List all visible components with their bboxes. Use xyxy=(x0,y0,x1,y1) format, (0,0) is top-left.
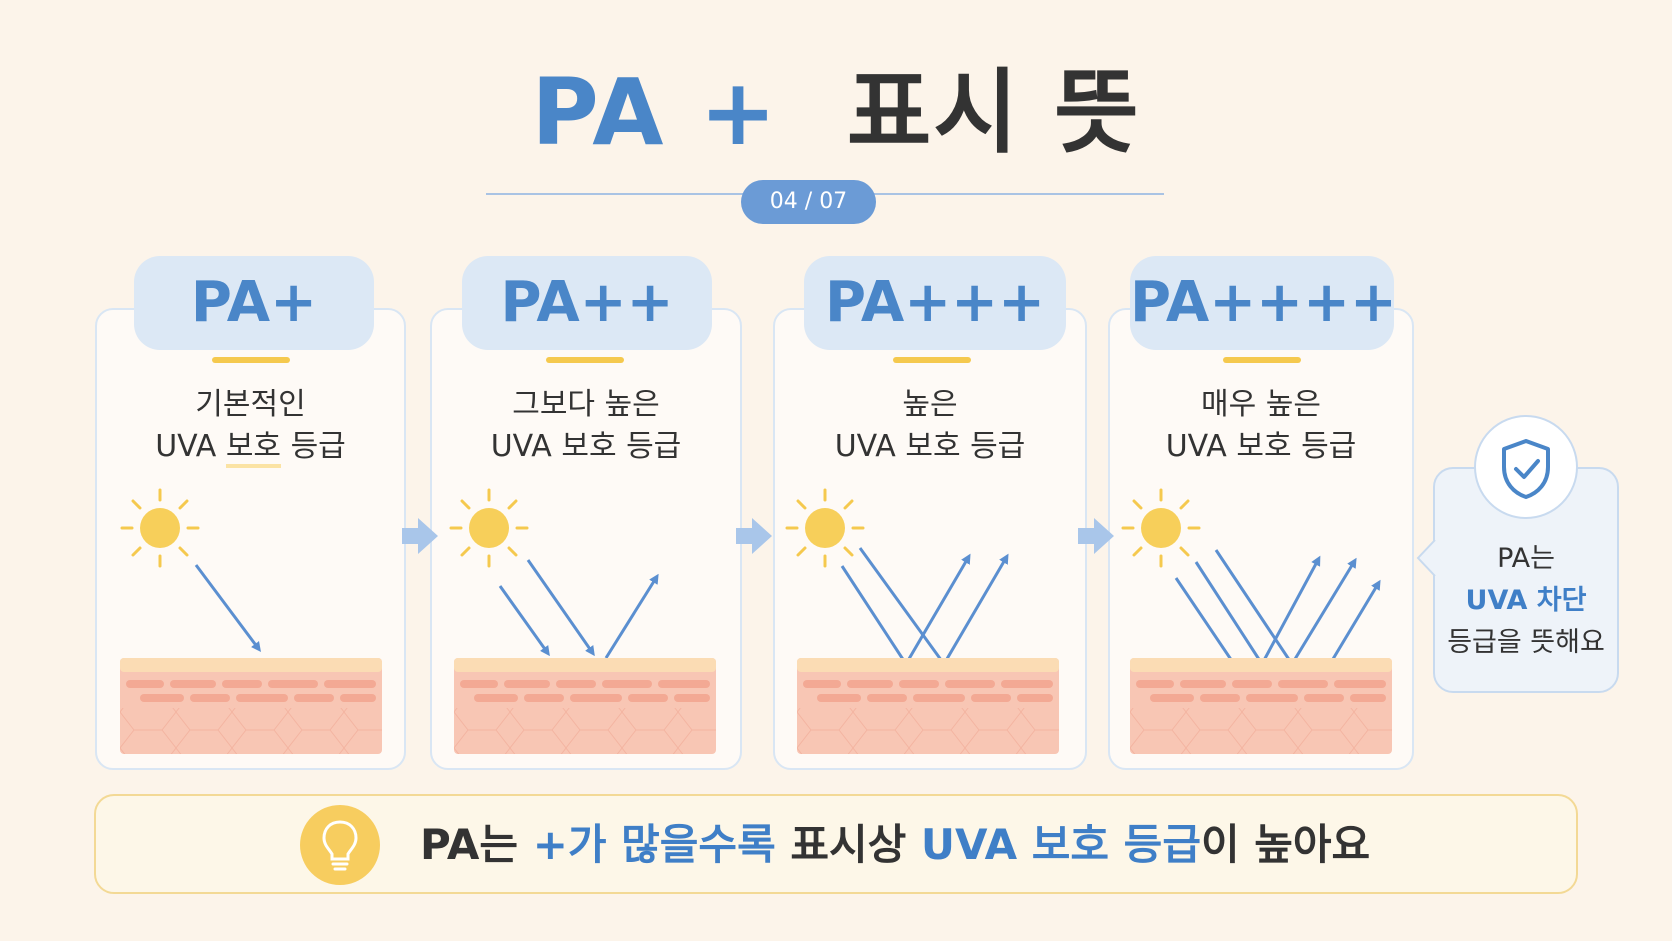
summary-text: PA는 +가 많을수록 표시상 UVA 보호 등급이 높아요 xyxy=(420,820,1371,869)
arrow-right-icon xyxy=(402,518,438,554)
desc-line2: UVA 보호 등급 xyxy=(1165,429,1357,464)
lightbulb-badge xyxy=(300,805,380,885)
ray-in xyxy=(1174,577,1236,665)
ray-in xyxy=(1194,561,1264,665)
badge-pa4: PA++++ xyxy=(1130,256,1397,350)
ray-out xyxy=(1290,557,1357,665)
ray-in xyxy=(858,547,946,665)
title-pa: PA + xyxy=(531,59,779,166)
sun-icon xyxy=(1121,488,1201,568)
bubble-pointer xyxy=(1416,539,1436,577)
card-description: 매우 높은 UVA 보호 등급 xyxy=(1108,384,1414,468)
card-description: 높은 UVA 보호 등급 xyxy=(773,384,1087,468)
bubble-line2: UVA 차단 xyxy=(1465,585,1587,616)
lightbulb-icon xyxy=(322,820,358,871)
arrow-right-icon xyxy=(1078,518,1114,554)
skin-layer xyxy=(120,658,382,754)
card-description: 그보다 높은 UVA 보호 등급 xyxy=(430,384,742,468)
skin-layer xyxy=(1130,658,1392,754)
title-rest: 표시 뜻 xyxy=(846,59,1141,166)
card-description: 기본적인 UVA 보호 등급 xyxy=(95,384,406,468)
skin-layer xyxy=(797,658,1059,754)
page-title: PA + 표시 뜻 xyxy=(0,62,1672,163)
sun-icon xyxy=(785,488,865,568)
desc-line1: 기본적인 xyxy=(195,387,306,422)
arrow-right-icon xyxy=(736,518,772,554)
shield-check-icon xyxy=(1502,439,1550,499)
sun-icon xyxy=(449,488,529,568)
ray-out xyxy=(1260,555,1321,665)
badge-underline xyxy=(212,357,290,363)
badge-pa1: PA+ xyxy=(134,256,374,350)
shield-badge xyxy=(1474,415,1578,519)
highlight-word: 보호 xyxy=(225,429,282,468)
desc-line1: 높은 xyxy=(902,387,958,422)
ray-in xyxy=(840,565,908,665)
desc-line2: UVA 보호 등급 xyxy=(834,429,1026,464)
bubble-line3: 등급을 뜻해요 xyxy=(1447,627,1605,658)
desc-line2: UVA 보호 등급 xyxy=(95,426,406,468)
badge-pa3: PA+++ xyxy=(804,256,1066,350)
badge-underline xyxy=(893,357,971,363)
badge-underline xyxy=(546,357,624,363)
skin-layer xyxy=(454,658,716,754)
ray-in xyxy=(498,585,550,657)
ray-in xyxy=(194,564,261,653)
ray-out xyxy=(904,553,971,665)
badge-underline xyxy=(1223,357,1301,363)
sun-icon xyxy=(120,488,200,568)
bubble-text: PA는 UVA 차단 등급을 뜻해요 xyxy=(1435,538,1617,664)
page-indicator: 04 / 07 xyxy=(741,180,876,224)
ray-out xyxy=(942,553,1009,665)
ray-in xyxy=(526,559,595,657)
bubble-line1: PA는 xyxy=(1497,543,1555,574)
desc-line1: 그보다 높은 xyxy=(512,387,660,422)
badge-pa2: PA++ xyxy=(462,256,712,350)
ray-in xyxy=(1214,549,1294,665)
desc-line1: 매우 높은 xyxy=(1201,387,1321,422)
ray-out xyxy=(1328,579,1381,665)
desc-line2: UVA 보호 등급 xyxy=(490,429,682,464)
ray-out xyxy=(604,573,659,659)
